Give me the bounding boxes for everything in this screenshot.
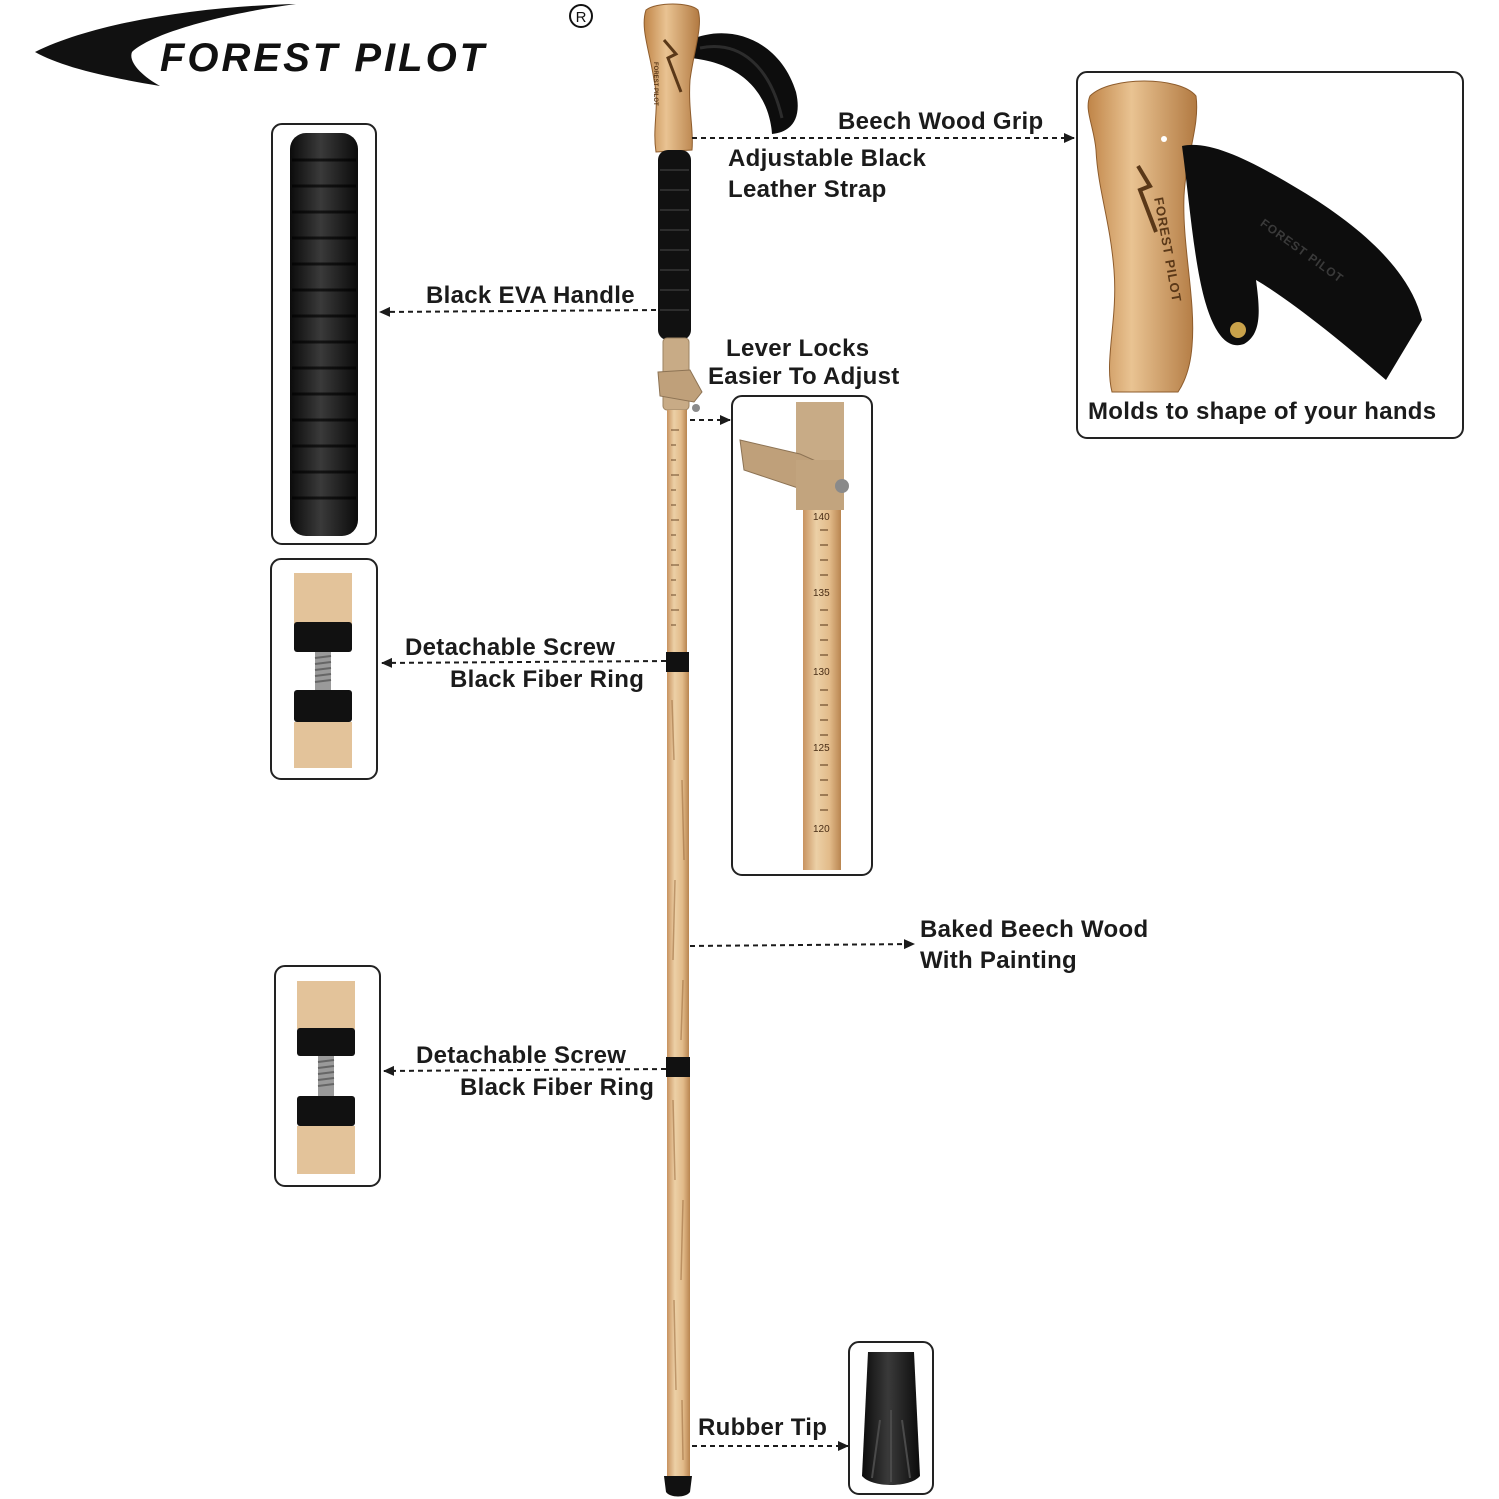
scale-mark-140: 140	[813, 512, 830, 523]
pole-middle-shaft	[667, 672, 689, 1057]
label-strap-line2: Leather Strap	[728, 176, 887, 203]
brand-logo-swoosh	[35, 4, 296, 86]
label-screw2-line1: Detachable Screw	[416, 1042, 627, 1069]
pole-rubber-tip	[664, 1476, 692, 1497]
scale-mark-135: 135	[813, 588, 830, 599]
label-molds-caption: Molds to shape of your hands	[1088, 398, 1437, 425]
label-rubber-tip: Rubber Tip	[698, 1414, 828, 1441]
eva-handle-detail-panel	[271, 123, 377, 545]
label-lever-line1: Lever Locks	[726, 335, 870, 362]
label-strap-line1: Adjustable Black	[728, 145, 927, 172]
pole-fiber-ring-1	[666, 652, 689, 672]
screw-detail-panel-2	[274, 965, 381, 1187]
screw-detail-panel-1	[270, 558, 378, 780]
arrow-screw-2	[383, 1065, 667, 1076]
label-baked-line2: With Painting	[920, 947, 1077, 974]
pole-lower-shaft	[667, 1077, 690, 1477]
label-baked-line1: Baked Beech Wood	[920, 916, 1149, 943]
brand-name: FOREST PILOT	[160, 36, 488, 80]
label-screw1-line2: Black Fiber Ring	[450, 666, 645, 693]
arrow-eva-handle	[379, 306, 657, 317]
rubber-tip-detail-panel	[848, 1341, 934, 1495]
label-screw2-line2: Black Fiber Ring	[460, 1074, 655, 1101]
registered-mark: R	[569, 4, 593, 28]
arrow-screw-1	[381, 657, 667, 668]
label-lever-line2: Easier To Adjust	[708, 363, 900, 390]
grip-brand-text-small: FOREST PILOT	[652, 62, 658, 106]
pole-lever	[657, 369, 703, 403]
pole-upper-shaft	[667, 410, 687, 655]
pole-eva-handle	[658, 150, 691, 340]
arrow-baked-wood	[689, 939, 915, 950]
pole-wood-grip	[643, 3, 700, 153]
pole-fiber-ring-2	[666, 1057, 690, 1077]
scale-mark-120: 120	[813, 824, 830, 835]
label-screw1-line1: Detachable Screw	[405, 634, 616, 661]
pole-strap	[690, 33, 798, 135]
grip-detail-panel	[1076, 71, 1464, 439]
scale-mark-130: 130	[813, 667, 830, 678]
scale-mark-125: 125	[813, 743, 830, 754]
label-eva-handle: Black EVA Handle	[426, 282, 635, 309]
label-beech-wood-grip: Beech Wood Grip	[838, 108, 1044, 135]
trekking-pole	[643, 3, 798, 1497]
lever-lock-detail-panel	[731, 395, 873, 876]
